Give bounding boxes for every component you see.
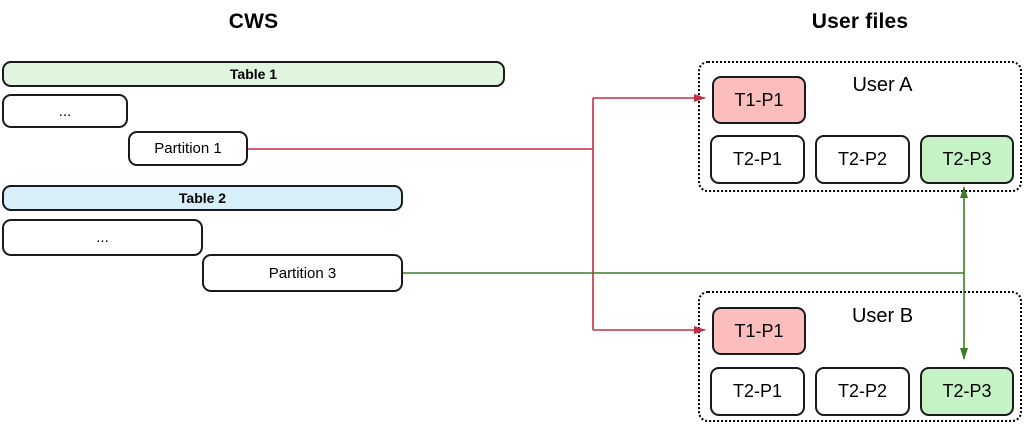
table2-more-partitions-box: ... [2, 219, 203, 256]
user-b-t2p3-block: T2-P3 [920, 367, 1014, 416]
user-b-t2p2-block: T2-P2 [815, 367, 910, 416]
cws-section-title: CWS [228, 10, 279, 33]
user-a-t2p2-label: T2-P2 [837, 149, 888, 169]
user-b-t2p1-label: T2-P1 [732, 381, 783, 401]
user-a-t2p1-label: T2-P1 [732, 149, 783, 169]
user-a-t1p1-block: T1-P1 [712, 76, 806, 124]
user-b-t2p1-block: T2-P1 [710, 367, 805, 416]
partition3-box: Partition 3 [202, 254, 403, 292]
user-b-name: User B [851, 305, 914, 327]
user-b-container: T1-P1 User B T2-P1 T2-P2 T2-P3 [698, 291, 1022, 422]
user-a-container: T1-P1 User A T2-P1 T2-P2 T2-P3 [698, 61, 1022, 192]
user-b-t1p1-label: T1-P1 [734, 320, 784, 341]
table1-more-partitions-box: ... [2, 94, 128, 128]
user-a-t2p2-block: T2-P2 [815, 135, 910, 184]
user-a-t2p1-block: T2-P1 [710, 135, 805, 184]
partition3-label: Partition 3 [268, 264, 337, 282]
user-a-name: User A [852, 74, 913, 96]
user-a-t2p3-label: T2-P3 [942, 149, 992, 169]
table1-ellipsis-label: ... [58, 102, 72, 120]
table2-bar: Table 2 [2, 185, 403, 211]
table2-ellipsis-label: ... [96, 229, 109, 246]
user-a-t2p3-block: T2-P3 [920, 135, 1014, 184]
user-files-section-title: User files [811, 10, 909, 33]
table2-label: Table 2 [178, 190, 227, 206]
table1-bar: Table 1 [2, 61, 505, 87]
table1-label: Table 1 [229, 66, 278, 82]
partition1-label: Partition 1 [154, 140, 222, 157]
user-b-t2p3-label: T2-P3 [942, 381, 992, 401]
user-a-t1p1-label: T1-P1 [734, 89, 784, 110]
partition1-box: Partition 1 [128, 131, 248, 166]
user-b-t2p2-label: T2-P2 [837, 381, 888, 401]
user-b-t1p1-block: T1-P1 [712, 307, 806, 355]
